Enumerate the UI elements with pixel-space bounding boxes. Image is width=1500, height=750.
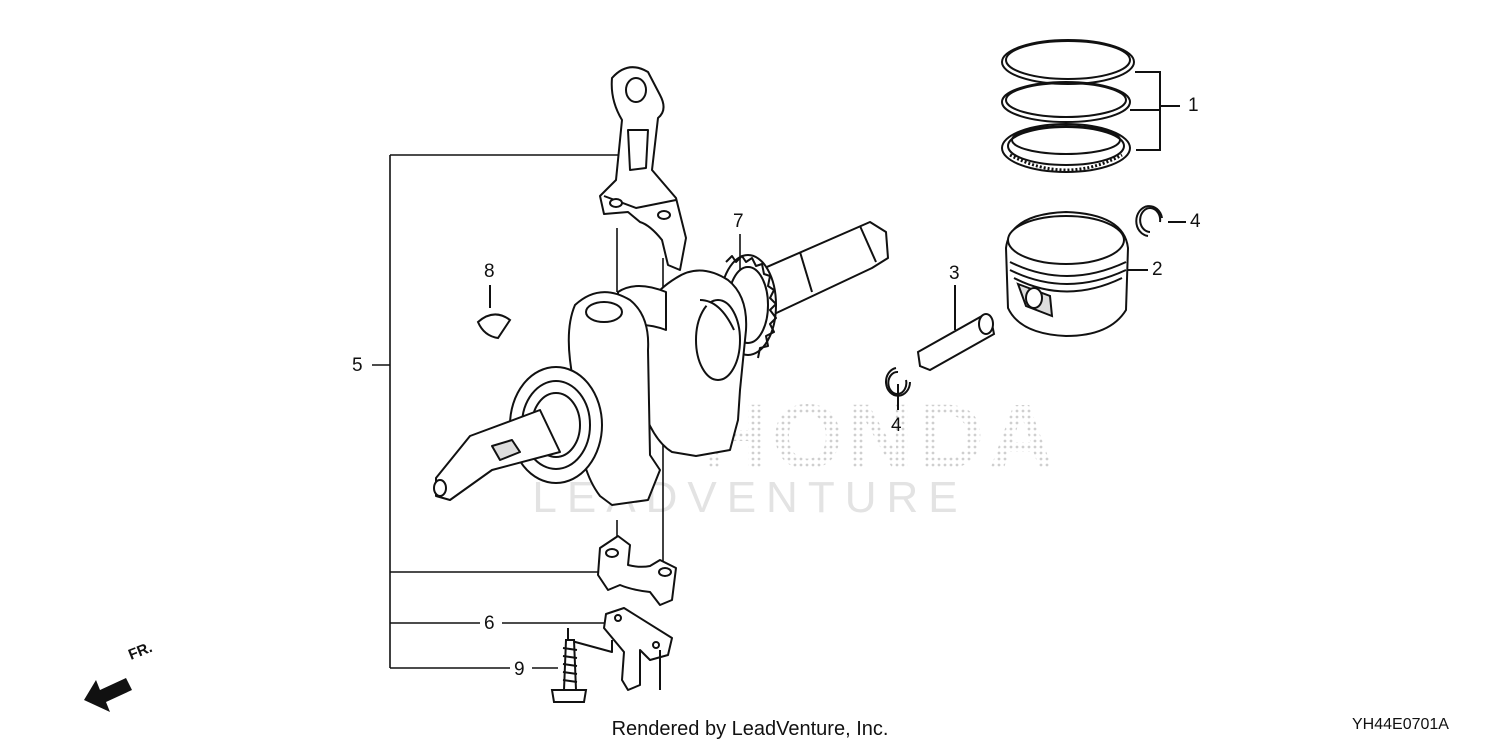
callout-3: 3 <box>949 263 960 284</box>
callout-2: 2 <box>1152 259 1163 280</box>
piston <box>1004 210 1148 338</box>
piston-rings <box>1001 39 1180 173</box>
bolt <box>550 639 588 703</box>
callout-4a: 4 <box>1190 211 1201 232</box>
callout-4b: 4 <box>891 415 902 436</box>
callout-5: 5 <box>352 355 363 376</box>
piston-pin <box>916 285 996 372</box>
connecting-rod <box>599 66 687 271</box>
callout-5-bracket <box>372 154 664 669</box>
rod-cap <box>597 535 677 606</box>
circlips <box>885 205 1186 410</box>
woodruff-key <box>476 285 512 340</box>
callout-6: 6 <box>484 613 495 634</box>
footer-credit: Rendered by LeadVenture, Inc. <box>611 718 889 740</box>
front-direction-arrow-icon <box>84 678 132 712</box>
callout-8: 8 <box>484 261 495 282</box>
callout-7: 7 <box>733 211 744 232</box>
watermark-brand: HONDA <box>701 386 1058 488</box>
callout-9: 9 <box>514 659 525 680</box>
oil-dipper <box>567 607 673 691</box>
crankshaft <box>433 221 889 506</box>
callout-1: 1 <box>1188 95 1199 116</box>
figure-code: YH44E0701A <box>1352 716 1449 733</box>
